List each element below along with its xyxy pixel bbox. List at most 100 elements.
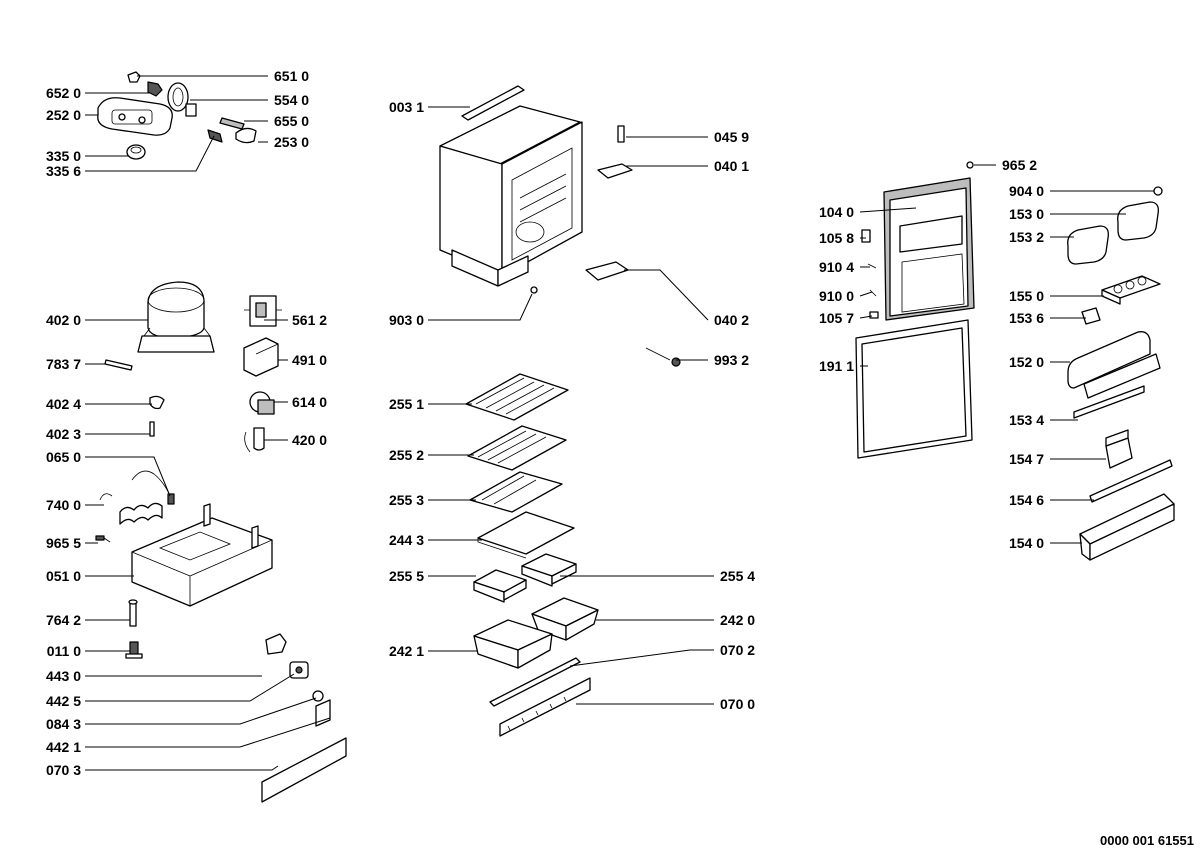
lamp-bulb-655-drawing xyxy=(219,117,245,130)
cover-1530-drawing xyxy=(1117,201,1159,241)
part-label: 105 7 xyxy=(819,310,854,326)
part-label: 783 7 xyxy=(46,356,81,372)
hinge-1058-drawing xyxy=(861,229,871,243)
part-label: 402 3 xyxy=(46,426,81,442)
tube-7837-drawing xyxy=(104,359,133,371)
cap-9040-drawing xyxy=(1153,186,1163,196)
part-label: 154 7 xyxy=(1009,451,1044,467)
part-label: 084 3 xyxy=(46,716,81,732)
part-label: 740 0 xyxy=(46,497,81,513)
part-label: 614 0 xyxy=(292,394,327,410)
gasket-1911-drawing xyxy=(855,319,973,459)
part-label: 153 4 xyxy=(1009,412,1044,428)
part-label: 242 0 xyxy=(720,612,755,628)
knob-335-drawing xyxy=(126,144,146,160)
part-label: 011 0 xyxy=(47,643,81,659)
foot-0110-drawing xyxy=(125,641,143,659)
door-1040-drawing xyxy=(883,177,975,321)
panel-0703-drawing xyxy=(261,737,347,803)
part-label: 651 0 xyxy=(274,68,309,84)
shelf-1520-drawing xyxy=(1067,331,1161,399)
part-label: 442 5 xyxy=(46,693,81,709)
base-tray-0510-drawing xyxy=(131,503,273,607)
wire-0650-drawing xyxy=(131,470,175,505)
compressor-402-drawing xyxy=(137,281,215,353)
part-label: 040 2 xyxy=(714,312,749,328)
tray-2555-drawing xyxy=(473,569,527,603)
part-label: 045 9 xyxy=(714,129,749,145)
overload-6140-drawing xyxy=(249,391,275,415)
part-label: 154 0 xyxy=(1009,535,1044,551)
part-label: 442 1 xyxy=(46,739,81,755)
part-label: 065 0 xyxy=(46,449,81,465)
capacitor-4200-drawing xyxy=(244,427,265,453)
screw-9100-drawing xyxy=(869,289,877,297)
leader-lines xyxy=(85,75,1154,771)
clip-1536-drawing xyxy=(1081,307,1101,325)
part-label: 402 0 xyxy=(46,312,81,328)
bin-1547-drawing xyxy=(1105,429,1133,469)
part-labels: 651 0 554 0 655 0 253 0 561 2 491 0 614 … xyxy=(46,68,1194,848)
relay-5612-drawing xyxy=(244,295,282,327)
part-label: 910 4 xyxy=(819,259,854,275)
part-label: 255 5 xyxy=(389,568,424,584)
lamp-cover-253-drawing xyxy=(235,127,257,144)
part-label: 255 2 xyxy=(389,447,424,463)
part-label: 554 0 xyxy=(274,92,309,108)
part-label: 191 1 xyxy=(819,358,854,374)
part-label: 070 2 xyxy=(720,642,755,658)
part-label: 003 1 xyxy=(389,99,424,115)
coil-7400-drawing xyxy=(99,493,163,525)
hinge-0401-drawing xyxy=(597,163,633,179)
spring-3356-drawing xyxy=(207,129,223,143)
strip-0700-drawing xyxy=(499,677,591,737)
probe-9932-drawing xyxy=(645,347,681,367)
part-label: 335 0 xyxy=(46,148,81,164)
cabinet-drawing xyxy=(439,85,583,287)
part-label: 402 4 xyxy=(46,396,81,412)
clip-4023-drawing xyxy=(149,421,155,437)
screw-9655-drawing xyxy=(95,535,111,543)
part-drawings xyxy=(95,71,1175,803)
crisper-2421-drawing xyxy=(473,619,553,669)
rail-1534-drawing xyxy=(1073,385,1145,419)
part-label: 244 3 xyxy=(389,532,424,548)
glass-shelf-2443-drawing xyxy=(477,511,575,559)
thermostat-4425-drawing xyxy=(289,661,309,679)
shelf-2551-drawing xyxy=(465,373,569,421)
crisper-2420-drawing xyxy=(531,597,599,641)
shelf-1540-drawing xyxy=(1079,493,1175,561)
tray-2554-drawing xyxy=(521,553,577,587)
part-label: 255 1 xyxy=(389,396,424,412)
clip-652-drawing xyxy=(147,81,163,97)
screw-651-drawing xyxy=(127,71,141,83)
lamp-housing-252-drawing xyxy=(97,97,173,136)
part-label: 040 1 xyxy=(714,158,749,174)
shelf-2553-drawing xyxy=(469,471,563,513)
shelf-2552-drawing xyxy=(467,425,567,471)
thermostat-knob-554-drawing xyxy=(167,82,197,117)
knob-0843-drawing xyxy=(312,690,324,702)
part-label: 255 3 xyxy=(389,492,424,508)
part-label: 965 5 xyxy=(46,535,81,551)
part-label: 655 0 xyxy=(274,113,309,129)
part-label: 255 4 xyxy=(720,568,755,584)
part-label: 153 2 xyxy=(1009,229,1044,245)
part-label: 242 1 xyxy=(389,643,424,659)
hinge-1057-drawing xyxy=(869,311,879,319)
part-label: 153 0 xyxy=(1009,206,1044,222)
part-label: 993 2 xyxy=(714,352,749,368)
part-label: 070 0 xyxy=(720,696,755,712)
damper-7642-drawing xyxy=(128,599,138,627)
strip-0702-drawing xyxy=(489,657,581,707)
part-label: 253 0 xyxy=(274,134,309,150)
part-label: 965 2 xyxy=(1002,157,1037,173)
part-label: 420 0 xyxy=(292,432,327,448)
part-label: 152 0 xyxy=(1009,354,1044,370)
part-label: 104 0 xyxy=(819,204,854,220)
part-label: 903 0 xyxy=(389,312,424,328)
document-number: 0000 001 61551 xyxy=(1100,833,1194,848)
pin-0459-drawing xyxy=(617,125,625,143)
clip-9030-drawing xyxy=(530,286,538,294)
